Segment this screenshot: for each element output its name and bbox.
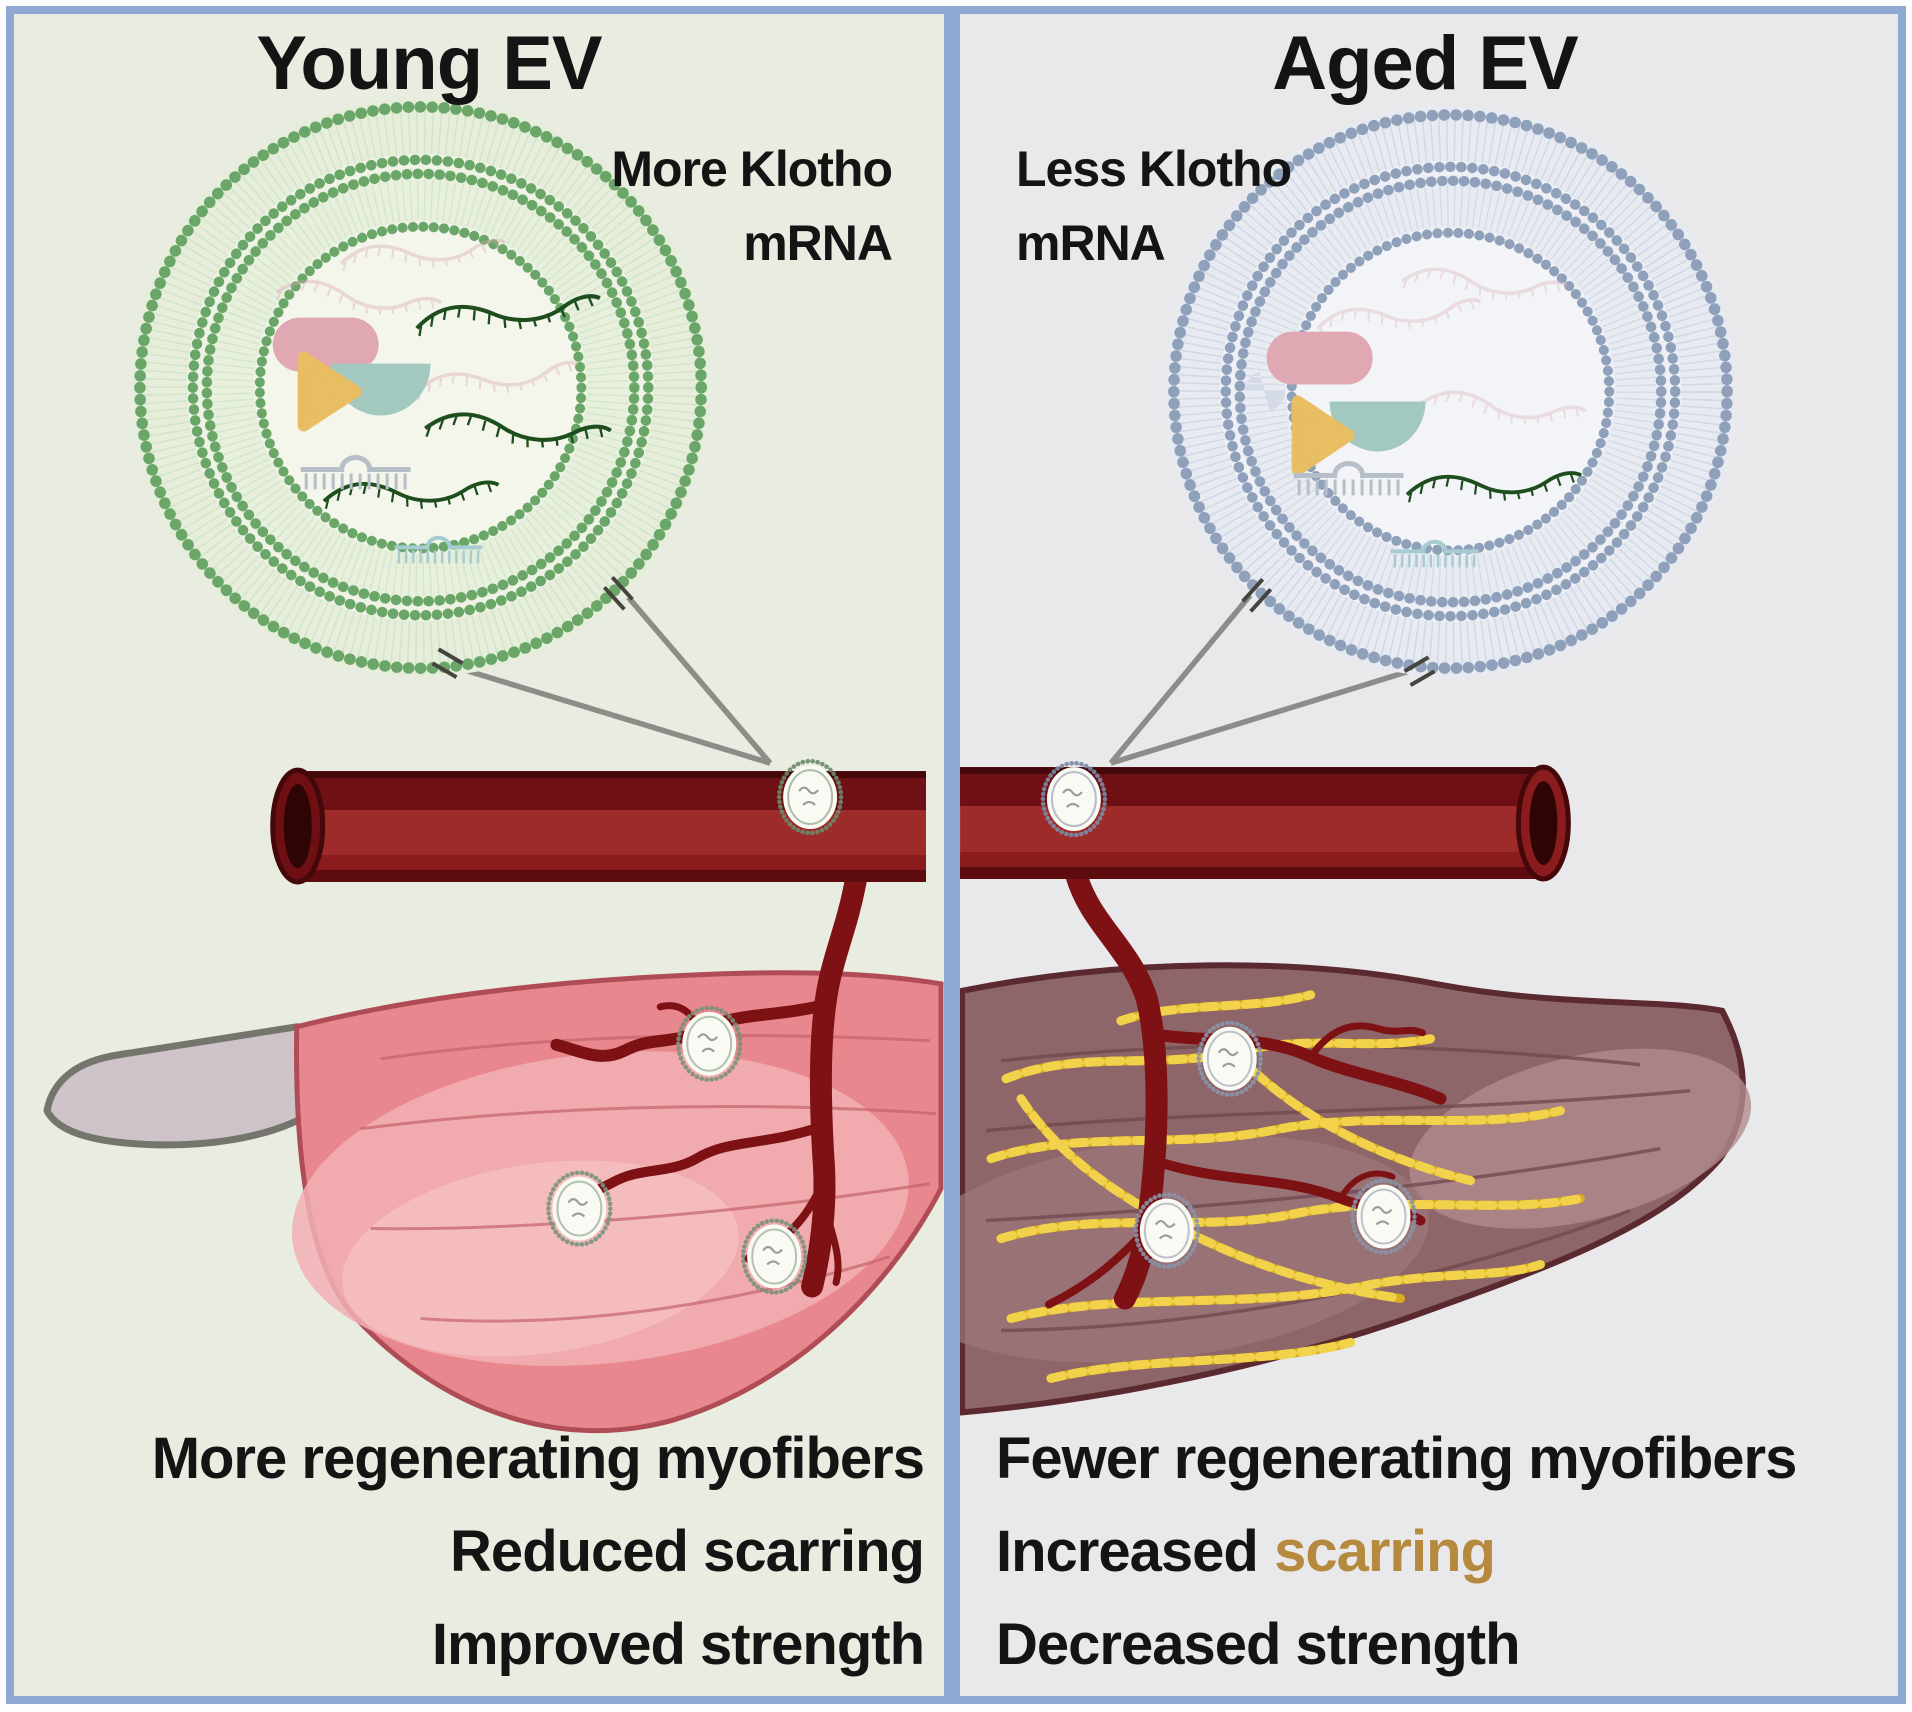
outer-membrane-dots bbox=[134, 101, 707, 674]
young-muscle-illustration bbox=[43, 970, 944, 1434]
protein-triangle-icon bbox=[1291, 395, 1355, 476]
aged-cargo-line1: Less Klotho bbox=[1016, 141, 1292, 197]
young-outcome-2: Reduced scarring bbox=[450, 1519, 925, 1584]
young-ev-vesicle-illustration bbox=[130, 97, 711, 679]
outer-bilayer-tails bbox=[142, 109, 699, 666]
protein-pill-icon bbox=[272, 317, 379, 372]
collagen-scar-fibers bbox=[986, 990, 1585, 1383]
young-vesicle-cargo bbox=[272, 235, 611, 557]
young-callout-lines bbox=[454, 595, 773, 766]
muscle-striations bbox=[360, 1034, 937, 1323]
inner-bilayer-tails bbox=[1244, 185, 1657, 598]
aged-vesicle-cargo bbox=[1266, 264, 1589, 561]
aged-ev-vesicle-illustration bbox=[1164, 105, 1737, 687]
aged-outcome-2-scarring: scarring bbox=[1274, 1519, 1496, 1584]
aged-outcome-2-prefix: Increased bbox=[996, 1519, 1259, 1584]
protein-dome-icon bbox=[1329, 401, 1426, 452]
aged-title: Aged EV bbox=[1272, 21, 1579, 106]
aged-panel: Aged EV Less Klotho mRNA Fewer regenerat… bbox=[952, 6, 1906, 1704]
young-panel: Young EV More Klotho mRNA More regenerat… bbox=[6, 6, 952, 1704]
membrane-break-marks bbox=[1241, 577, 1436, 687]
young-scene-illustration bbox=[43, 97, 944, 1434]
young-cargo-line1: More Klotho bbox=[611, 141, 893, 197]
aged-cargo-line2: mRNA bbox=[1016, 215, 1166, 271]
membrane-break-marks bbox=[431, 575, 634, 679]
young-outcomes: More regenerating myofibers Reduced scar… bbox=[151, 1412, 925, 1691]
aged-cargo-label: Less Klotho mRNA bbox=[1016, 132, 1292, 280]
aged-outcome-1: Fewer regenerating myofibers bbox=[996, 1426, 1797, 1491]
young-cargo-label: More Klotho mRNA bbox=[611, 132, 893, 280]
aged-callout-lines bbox=[1108, 590, 1417, 766]
aged-scene-illustration bbox=[960, 105, 1752, 1416]
outer-bilayer-tails bbox=[1175, 116, 1726, 667]
young-cargo-line2: mRNA bbox=[743, 215, 893, 271]
protein-pill-icon bbox=[1266, 331, 1373, 385]
protein-triangle-icon bbox=[297, 351, 362, 432]
young-outcome-1: More regenerating myofibers bbox=[151, 1426, 925, 1491]
young-outcome-3: Improved strength bbox=[431, 1612, 925, 1677]
young-title: Young EV bbox=[256, 21, 602, 106]
protein-dome-icon bbox=[330, 363, 431, 416]
aged-outcome-3: Decreased strength bbox=[996, 1612, 1521, 1677]
outer-membrane-dots bbox=[1168, 109, 1733, 674]
inner-bilayer-tails bbox=[212, 179, 629, 596]
